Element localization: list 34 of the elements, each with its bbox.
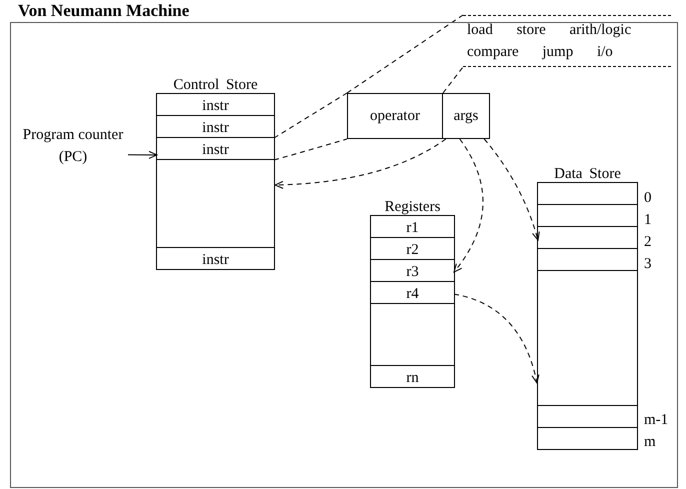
column-heading: Control Store xyxy=(172,77,259,93)
opcode-row-text: compare jump i/o xyxy=(467,43,613,62)
instruction-field: args xyxy=(442,93,490,139)
opcode-row-text: load store arith/logic xyxy=(467,21,632,40)
memory-cell: instr xyxy=(157,247,274,269)
arrow xyxy=(128,150,158,159)
connector-line xyxy=(274,92,348,138)
connector-line xyxy=(442,66,464,94)
memory-cell: instr xyxy=(157,94,274,116)
arrow xyxy=(454,294,540,384)
address-label: 2 xyxy=(644,234,652,250)
connector-line xyxy=(274,138,348,160)
memory-cell: r2 xyxy=(371,238,454,260)
memory-cell: instr xyxy=(157,116,274,138)
connector-line xyxy=(346,14,464,94)
pc-label: Program counter (PC) xyxy=(18,124,128,168)
address-label: m-1 xyxy=(644,412,668,428)
memory-cell: instr xyxy=(157,138,274,160)
address-label: 1 xyxy=(644,212,652,228)
opcode-band xyxy=(463,15,671,67)
memory-cell: r3 xyxy=(371,260,454,282)
diagram-title: Von Neumann Machine xyxy=(18,1,190,21)
memory-cell: r4 xyxy=(371,282,454,304)
instruction-field: operator xyxy=(347,93,443,139)
column-heading: Registers xyxy=(384,199,442,215)
arrow xyxy=(274,138,446,189)
column-heading: Data Store xyxy=(553,166,622,182)
arrow xyxy=(484,138,540,241)
address-label: 3 xyxy=(644,256,652,272)
memory-cell: rn xyxy=(371,365,454,387)
address-label: 0 xyxy=(644,190,652,206)
arrow xyxy=(454,138,484,273)
memory-cell: r1 xyxy=(371,216,454,238)
address-label: m xyxy=(644,434,656,450)
